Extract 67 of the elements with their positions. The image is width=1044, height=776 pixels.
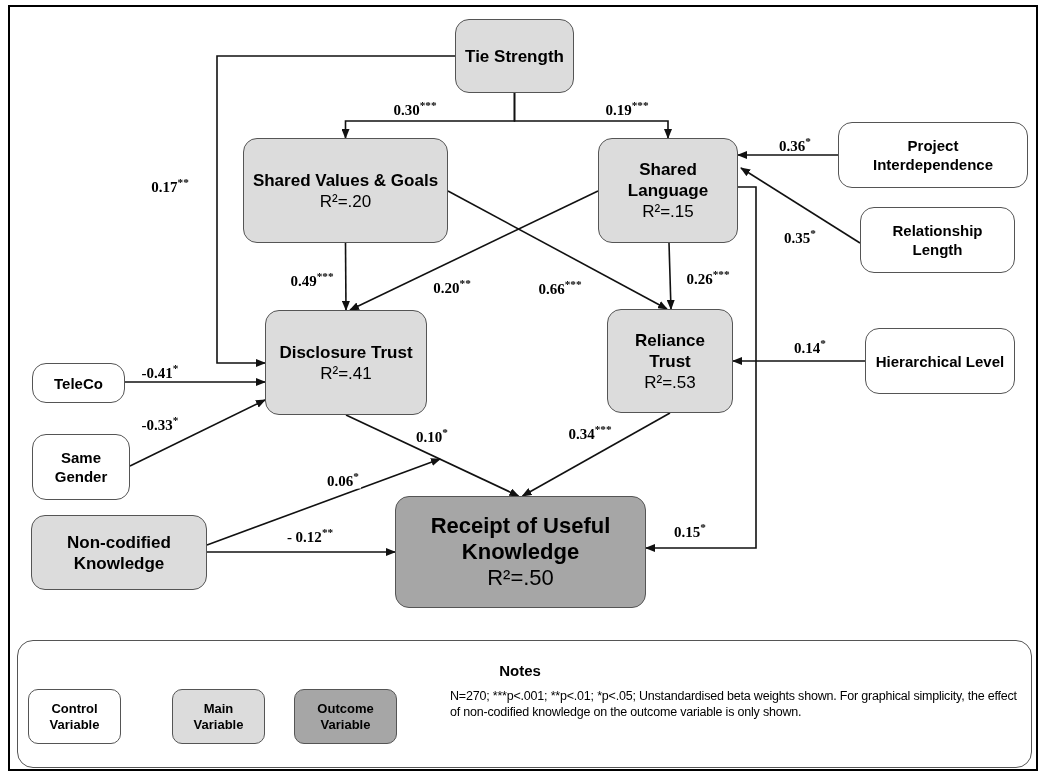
arrow (129, 399, 266, 467)
edge-label: 0.20$^{**}$ (431, 280, 473, 296)
edge-label: - 0.12$^{**}$ (284, 529, 336, 545)
variable-name: Disclosure Trust (279, 341, 413, 363)
variable-box (265, 310, 427, 415)
r-squared-value: R²=.20 (319, 190, 372, 212)
edge-label: 0.15$^{*}$ (672, 524, 708, 540)
variable-box (32, 363, 125, 403)
legend-label: Control Variable (48, 700, 101, 733)
variable-box (31, 515, 207, 590)
r-squared-value: R²=.15 (642, 201, 694, 222)
arrow (349, 190, 599, 311)
variable-box (860, 207, 1015, 273)
arrow (447, 190, 668, 310)
variable-name: Reliance Trust (634, 329, 706, 372)
r-squared-value: R²=.41 (320, 362, 372, 384)
variable-box (838, 122, 1028, 188)
variable-box (32, 434, 130, 500)
arrow (206, 458, 441, 546)
variable-name: Receipt of Useful Knowledge (429, 513, 612, 565)
variable-name: TeleCo (54, 373, 103, 393)
edge-label: -0.41$^{*}$ (139, 365, 181, 381)
edge-label: 0.14$^{*}$ (792, 340, 828, 356)
arrow (521, 412, 671, 497)
notes-text: N=270; ***p<.001; **p<.01; *p<.05; Unstandardised beta weights shown. For graphical simplicity, the effect of non-codified knowledge on the outcome variable is only shown. (450, 688, 1018, 720)
variable-name: Hierarchical Level (875, 351, 1005, 371)
edge-label: -0.33$^{*}$ (139, 417, 181, 433)
variable-name: Tie Strength (465, 45, 564, 67)
edge-label: 0.49$^{***}$ (288, 273, 336, 289)
arrow (345, 414, 520, 497)
edge-label: 0.35$^{*}$ (782, 230, 818, 246)
variable-name: Shared Values & Goals (252, 169, 439, 191)
legend-label: Outcome Variable (316, 700, 375, 733)
variable-name: Relationship Length (891, 221, 984, 259)
arrow (341, 242, 350, 311)
arrow (206, 548, 396, 556)
edge-label: 0.34$^{***}$ (566, 426, 614, 442)
arrow (740, 167, 861, 244)
variable-name: Same Gender (53, 448, 109, 486)
edge-label: 0.66$^{***}$ (536, 281, 584, 297)
variable-box (607, 309, 733, 413)
edge-label: 0.26$^{***}$ (684, 271, 732, 287)
r-squared-value: R²=.53 (644, 371, 696, 393)
arrow (513, 92, 672, 139)
variable-box (865, 328, 1015, 394)
arrow (737, 151, 839, 159)
variable-box (598, 138, 738, 243)
variable-box (455, 19, 574, 93)
r-squared-value: R²=.50 (487, 565, 554, 591)
arrow (666, 242, 675, 310)
arrow (124, 378, 266, 386)
notes-heading: Notes (498, 661, 542, 681)
variable-name: Project Interdependence (872, 136, 994, 174)
edge-label: 0.06$^{*}$ (325, 473, 361, 489)
variable-name: Non-codified Knowledge (66, 531, 172, 574)
edge-label: 0.17$^{**}$ (149, 179, 191, 195)
arrow (732, 357, 866, 365)
arrow (216, 55, 456, 367)
edge-label: 0.19$^{***}$ (603, 102, 651, 118)
legend-label: Main Variable (192, 700, 245, 733)
arrow (645, 186, 757, 552)
edge-label: 0.30$^{***}$ (391, 102, 439, 118)
variable-name: Shared Language (626, 159, 710, 201)
variable-box (243, 138, 448, 243)
edge-label: 0.36$^{*}$ (777, 138, 813, 154)
edge-label: 0.10$^{*}$ (414, 429, 450, 445)
variable-box (395, 496, 646, 608)
